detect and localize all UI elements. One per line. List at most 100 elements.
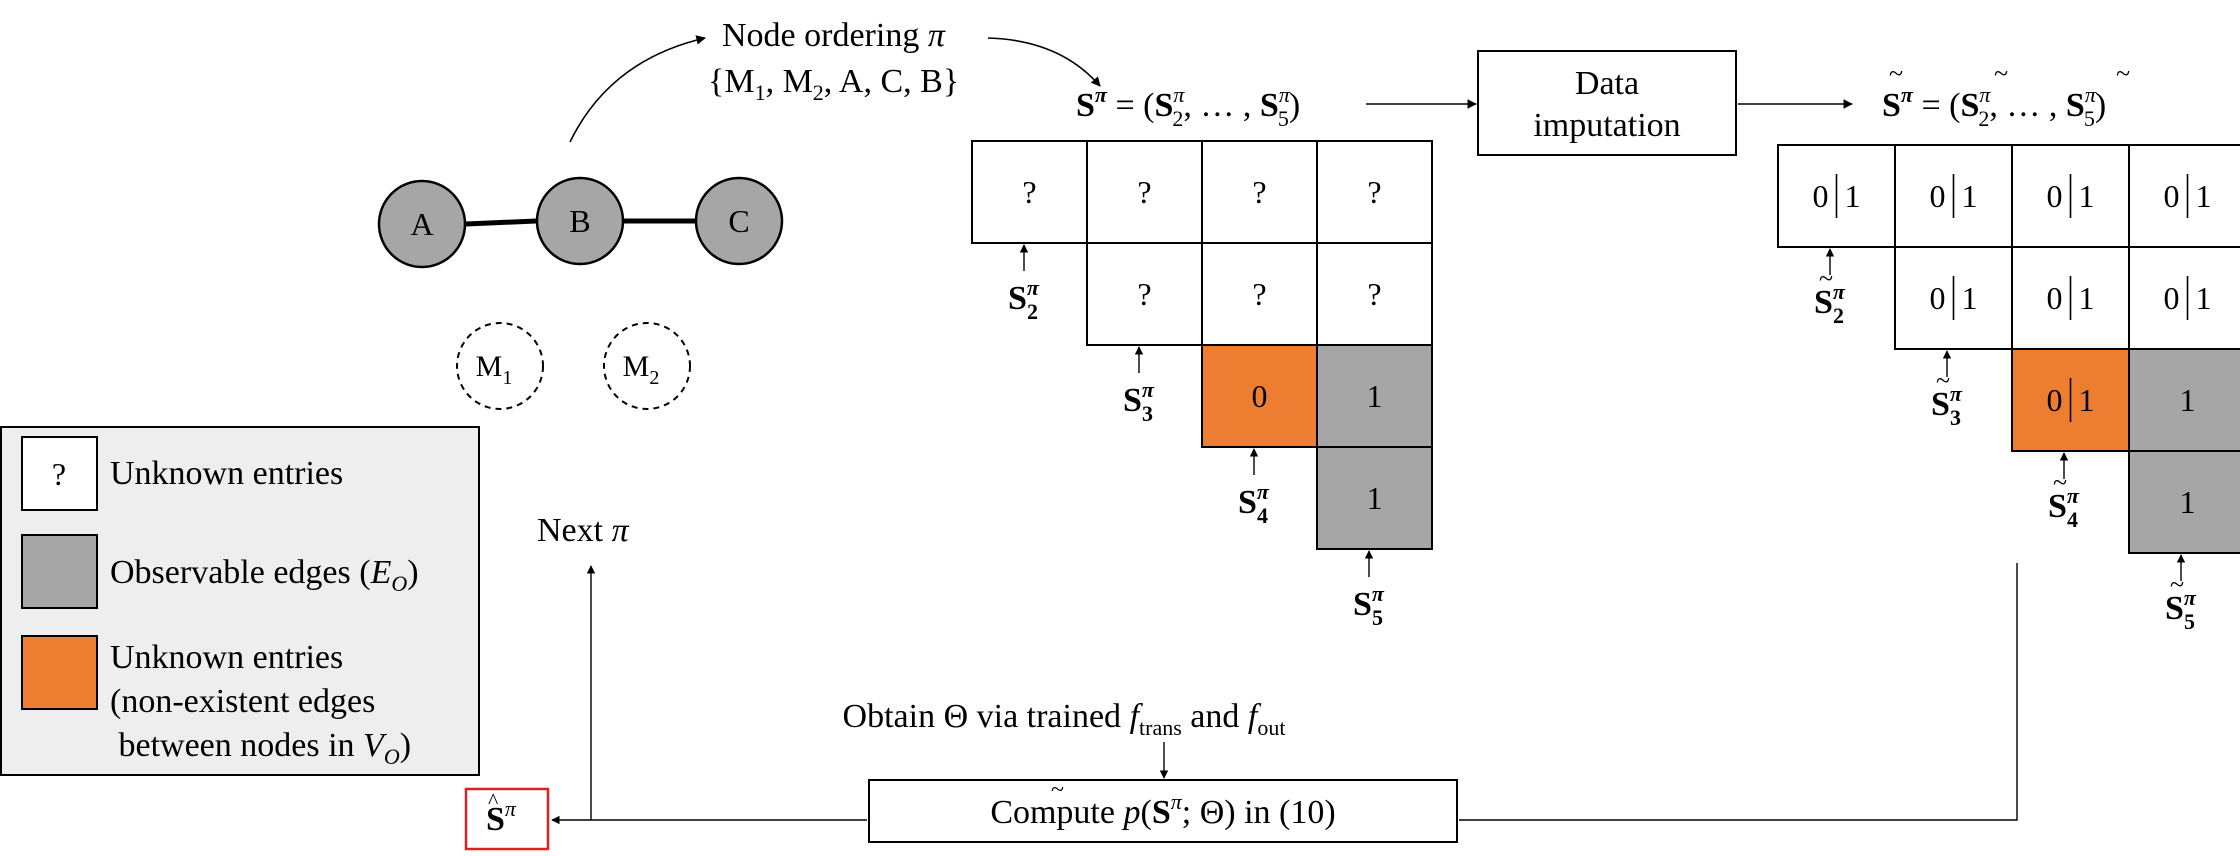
legend-swatch-observable [21, 534, 98, 609]
matrix-cell: ? [1086, 242, 1203, 346]
cell-value: 0 [2047, 178, 2063, 214]
cell-value: 1 [1962, 280, 1978, 316]
cell-value: ? [1137, 276, 1151, 312]
m1-sub: 1 [502, 367, 512, 389]
output-pi: π [505, 796, 517, 821]
legend-observable-math: E [370, 554, 392, 591]
matrix-cell: 1 [1316, 446, 1433, 550]
cell-value: ? [1137, 174, 1151, 210]
legend-nonexistent-after: ) [400, 727, 411, 764]
matrix-cell: 1 [2128, 450, 2240, 554]
cell-value: 0 [2047, 382, 2063, 418]
connector-right-to-compute [1459, 563, 2018, 821]
compute-p: p [1121, 794, 1140, 831]
cell-value: 0 [2164, 280, 2180, 316]
legend-observable-sub: O [391, 571, 407, 596]
legend-nonexistent-sub: O [384, 744, 400, 769]
legend-swatch-nonexistent [21, 635, 98, 710]
data-imputation-box: Data imputation [1477, 50, 1737, 156]
node-a: A [377, 179, 467, 269]
st-eq: = ( [1913, 87, 1961, 124]
cell-value: 1 [2196, 280, 2212, 316]
svg-text:Sπ: Sπ [486, 796, 517, 838]
legend-observable-after: ) [407, 554, 418, 591]
st2-pi: π [1979, 82, 1991, 107]
node-c-label: C [728, 203, 749, 239]
matrix-cell: 0 [1201, 344, 1318, 448]
s-eq: = ( [1107, 87, 1155, 124]
s2-sub: 2 [1172, 106, 1183, 131]
cell-value: 1 [1367, 480, 1383, 516]
s-symbol: S [1076, 87, 1095, 124]
obtain-sub2: out [1257, 715, 1285, 740]
legend-swatch-unknown [21, 436, 98, 511]
st5-symbol: S [2066, 87, 2085, 124]
cell-value: 1 [2079, 382, 2095, 418]
edge-a-b [465, 218, 537, 227]
st-symbol: S [1882, 87, 1901, 124]
matrix-cell: ? [1201, 242, 1318, 346]
output-s-hat: Sπ ^ [464, 787, 550, 851]
arrow-ordering-to-s [987, 37, 1101, 87]
tilde-mark-2: ~ [1994, 59, 2008, 88]
legend-nonexistent-line3: between nodes in [110, 727, 363, 764]
matrix-cell: 1 [2128, 348, 2240, 452]
tilde-mark-3: ~ [2116, 59, 2130, 88]
svg-text:Node ordering π: Node ordering π [722, 17, 946, 54]
svg-text:M2: M2 [623, 350, 660, 389]
svg-text:{M1, M2, A, C, B}: {M1, M2, A, C, B} [708, 63, 959, 105]
m2-sub: 2 [649, 367, 659, 389]
st-pi-sup: π [1901, 82, 1914, 107]
s-close: ) [1289, 87, 1300, 124]
imputation-line1: Data [1575, 65, 1639, 102]
tilde-mark: ~ [1819, 264, 1833, 293]
legend-swatch-unknown-text: ? [52, 456, 66, 492]
legend-nonexistent-line2: (non-existent edges [110, 683, 375, 720]
ordering-set-mid: , M [766, 63, 813, 100]
svg-text:Sπ = (Sπ2, … , Sπ5): Sπ = (Sπ2, … , Sπ5) [1076, 82, 1300, 131]
legend-item-nonexistent: Unknown entries (non-existent edges betw… [21, 635, 411, 769]
compute-pi: π [1171, 789, 1183, 814]
cell-value: 1 [1962, 178, 1978, 214]
tilde-mark: ~ [1936, 366, 1950, 395]
ordering-set-open: {M [708, 63, 755, 100]
cell-value: ? [1367, 174, 1381, 210]
next-pi-label: Next π [537, 512, 630, 549]
s2-pi: π [1173, 82, 1185, 107]
s5-sub: 5 [1278, 106, 1289, 131]
output-highlight-box [464, 787, 550, 851]
legend-item-unknown: ? Unknown entries [21, 436, 343, 511]
node-b: B [535, 176, 625, 266]
compute-s: S [1152, 794, 1171, 831]
st-close: ) [2095, 87, 2106, 124]
svg-text:Observable edges (EO): Observable edges (EO) [110, 554, 419, 596]
cell-value: 1 [2079, 178, 2095, 214]
matrix-cell: 1 [1316, 344, 1433, 448]
s5-pi: π [1279, 82, 1291, 107]
ordering-title: Node ordering [722, 17, 919, 54]
ordering-pi: π [928, 17, 946, 54]
m2-base: M [623, 350, 650, 383]
node-c: C [694, 176, 784, 266]
obtain-mid: and [1182, 698, 1248, 735]
legend-label-unknown: Unknown entries [110, 455, 343, 492]
missing-node-m2: M2 [603, 322, 691, 410]
compute-label: Compute p(Sπ; Θ) in (10) [990, 789, 1335, 831]
next-pi: π [612, 512, 630, 549]
node-b-label: B [569, 203, 590, 239]
obtain-prefix: Obtain Θ via trained [843, 698, 1130, 735]
